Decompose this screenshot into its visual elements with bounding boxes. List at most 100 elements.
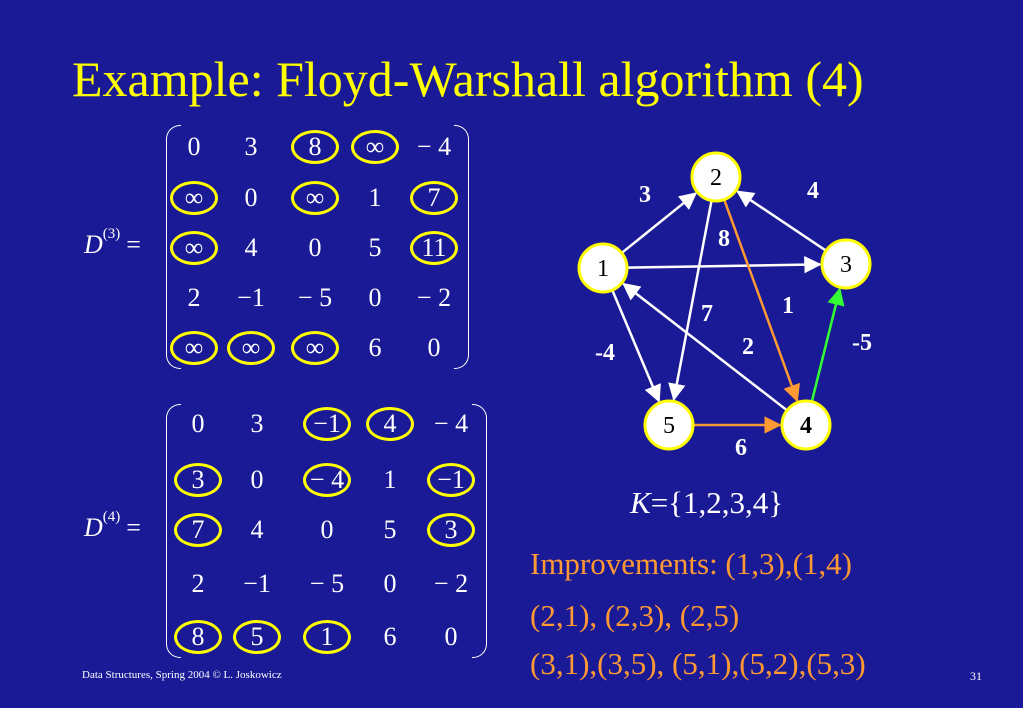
edge-weight-label: 8 xyxy=(718,226,730,252)
k-set: K={1,2,3,4} xyxy=(630,485,783,521)
edge-weight-label: -4 xyxy=(595,340,615,366)
matrix-cell: 4 xyxy=(366,407,414,441)
k-set-var: K xyxy=(630,485,651,520)
improvements-line-1: Improvements: (1,3),(1,4) xyxy=(530,546,852,581)
matrix-cell: 3 xyxy=(427,513,475,547)
page-number: 31 xyxy=(970,669,982,683)
matrix-cell: 0 xyxy=(427,333,441,362)
matrix-cell: 8 xyxy=(174,620,222,654)
matrix-cell: 2 xyxy=(191,569,205,598)
matrix-label-sup: (3) xyxy=(102,226,121,242)
edge-1-3 xyxy=(626,255,822,274)
matrix-cell: −1 xyxy=(427,463,475,497)
matrix-cell: 7 xyxy=(410,181,458,215)
edge-4-1 xyxy=(622,282,788,412)
matrix-cell: 0 xyxy=(187,132,201,161)
edge-3-2 xyxy=(736,190,827,252)
matrix-cell: ∞ xyxy=(170,231,218,265)
edge-1-2 xyxy=(620,192,698,254)
matrix-cell: −1 xyxy=(303,407,351,441)
edge-1-5 xyxy=(611,289,661,403)
matrix-cell: ∞ xyxy=(170,331,218,365)
slide-title: Example: Floyd-Warshall algorithm (4) xyxy=(72,51,864,107)
matrix-label-base: D xyxy=(84,230,103,259)
edge-weight-label: 4 xyxy=(807,178,819,204)
matrix-cell: 0 xyxy=(383,569,397,598)
node-circle xyxy=(643,399,695,451)
edge-weight-label: 2 xyxy=(742,334,754,360)
footer-credit: Data Structures, Spring 2004 © L. Joskow… xyxy=(82,669,282,681)
matrix-cell: 5 xyxy=(233,620,281,654)
matrix-label-d4: D(4) = xyxy=(84,509,141,543)
matrix-cell: 8 xyxy=(291,130,339,164)
edge-2-5 xyxy=(668,200,713,402)
matrix-cell: 1 xyxy=(383,465,397,494)
edge-4-3 xyxy=(810,287,845,403)
matrix-cell: ∞ xyxy=(291,181,339,215)
edge-weight-label: -5 xyxy=(852,330,872,356)
edge-weight-label: 1 xyxy=(782,293,794,319)
node-circle xyxy=(780,399,832,451)
matrix-cell: 0 xyxy=(191,409,205,438)
graph-node-1: 1 xyxy=(577,242,629,294)
node-circle xyxy=(820,238,872,290)
matrix-cell: ∞ xyxy=(291,331,339,365)
node-label: 4 xyxy=(800,413,812,439)
node-label: 3 xyxy=(840,252,852,278)
matrix-cell: 3 xyxy=(244,132,258,161)
matrix-cell: − 5 xyxy=(297,283,333,312)
matrix-cell: 2 xyxy=(187,283,201,312)
matrix-cell: 0 xyxy=(444,622,458,651)
node-label: 1 xyxy=(597,256,609,282)
graph-diagram: 3 4 8 7 1 2 -4 -5 6 1 2 3 4 5 xyxy=(577,151,872,461)
matrix-cell: 6 xyxy=(383,622,397,651)
edge-weight-label: 3 xyxy=(639,182,651,208)
matrix-cell: 0 xyxy=(368,283,382,312)
matrix-cell: 7 xyxy=(174,513,222,547)
matrix-cell: 6 xyxy=(368,333,382,362)
improvements-line-2: (2,1), (2,3), (2,5) xyxy=(530,598,740,633)
matrix-label-base: D xyxy=(84,513,103,542)
graph-node-3: 3 xyxy=(820,238,872,290)
matrix-cell: 5 xyxy=(368,233,382,262)
matrix-label-d3: D(3) = xyxy=(84,226,141,260)
matrix-cell: −1 xyxy=(237,283,265,312)
node-circle xyxy=(690,151,742,203)
matrix-cell: ∞ xyxy=(227,331,275,365)
matrix-cell: −1 xyxy=(243,569,271,598)
node-label: 5 xyxy=(663,413,675,439)
edge-2-4 xyxy=(723,199,800,403)
matrix-cell: 1 xyxy=(368,183,382,212)
matrix-cell: 0 xyxy=(320,515,334,544)
k-set-values: ={1,2,3,4} xyxy=(650,485,784,520)
matrix-label-sup: (4) xyxy=(102,509,121,525)
matrix-cell: 1 xyxy=(303,620,351,654)
matrix-cell: 4 xyxy=(250,515,264,544)
matrix-cell: − 5 xyxy=(309,569,345,598)
matrix-cell: 3 xyxy=(250,409,264,438)
edge-weight-label: 6 xyxy=(735,435,747,461)
matrix-cell: 11 xyxy=(410,231,458,265)
matrix-cell: − 4 xyxy=(433,409,469,438)
matrix-cell: − 2 xyxy=(433,569,469,598)
graph-node-5: 5 xyxy=(643,399,695,451)
matrix-cell: 3 xyxy=(174,463,222,497)
improvements-line-3: (3,1),(3,5), (5,1),(5,2),(5,3) xyxy=(530,646,866,681)
matrix-cell: − 4 xyxy=(303,463,351,497)
matrix-cell: ∞ xyxy=(170,181,218,215)
matrix-cell: 0 xyxy=(244,183,258,212)
matrix-cell: 0 xyxy=(308,233,322,262)
matrix-cell: − 2 xyxy=(416,283,452,312)
node-label: 2 xyxy=(710,165,722,191)
matrix-cell: 4 xyxy=(244,233,258,262)
graph-node-2: 2 xyxy=(690,151,742,203)
matrix-cell: 5 xyxy=(383,515,397,544)
matrix-cell: − 4 xyxy=(416,132,452,161)
matrix-cell: 0 xyxy=(250,465,264,494)
edge-weight-label: 7 xyxy=(701,301,713,327)
matrix-cell: ∞ xyxy=(351,130,399,164)
graph-node-4: 4 xyxy=(780,399,832,451)
matrix-label-eq: = xyxy=(126,513,141,542)
matrix-label-eq: = xyxy=(126,230,141,259)
node-circle xyxy=(577,242,629,294)
